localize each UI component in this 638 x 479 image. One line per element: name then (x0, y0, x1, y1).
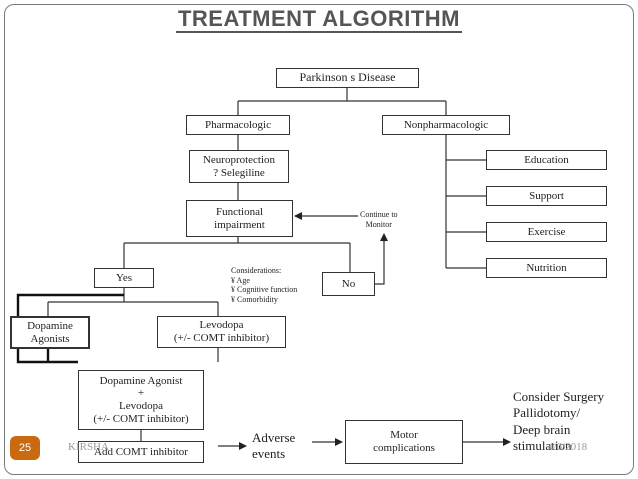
combination-line-1: Dopamine Agonist (99, 374, 183, 387)
surgery-text: Consider Surgery Pallidotomy/ Deep brain… (513, 389, 604, 454)
consideration-age: ¥ Age (231, 275, 250, 285)
neuroprotection-line-1: Neuroprotection (202, 153, 276, 166)
slide-number: 25 (18, 442, 32, 454)
yes-label: Yes (115, 271, 132, 284)
adverse-line-2: events (252, 446, 286, 462)
yes-box: Yes (94, 268, 154, 288)
motor-line-2: complications (373, 442, 435, 454)
neuroprotection-box: Neuroprotection ? Selegiline (189, 150, 289, 183)
surgery-line-3: Deep brain (513, 421, 571, 437)
combination-line-2: + (137, 387, 145, 400)
support-box: Support (486, 186, 607, 206)
add-comt-label: Add COMT inhibitor (94, 445, 188, 458)
consideration-comorbidity: ¥ Comorbidity (231, 294, 278, 304)
motor-line-1: Motor (390, 429, 418, 442)
support-label: Support (529, 189, 564, 202)
footer-date: 4/6/2018 (548, 441, 588, 453)
levodopa-line-2: (+/- COMT inhibitor) (173, 332, 270, 344)
dopamine-agonists-line-2: Agonists (30, 332, 70, 345)
nutrition-label: Nutrition (526, 261, 567, 274)
consideration-cognitive: ¥ Cognitive function (231, 285, 298, 295)
slide-title-text: TREATMENT ALGORITHM (175, 6, 463, 33)
exercise-label: Exercise (527, 225, 566, 238)
slide-title: TREATMENT ALGORITHM (0, 6, 638, 33)
dopamine-agonists-line-1: Dopamine (27, 319, 73, 332)
motor-complications-box: Motor complications (345, 420, 463, 464)
footer-author: KIRSHA (68, 441, 109, 453)
continue-to-monitor-text: Continue to Monitor (360, 210, 398, 229)
considerations-heading: Considerations: (231, 266, 282, 275)
education-box: Education (486, 150, 607, 170)
considerations-note: Considerations: ¥ Age ¥ Cognitive functi… (231, 266, 297, 304)
functional-impairment-line-1: Functional (215, 205, 264, 218)
pharmacologic-box: Pharmacologic (186, 115, 290, 135)
exercise-box: Exercise (486, 222, 607, 242)
slide-number-badge: 25 (10, 436, 40, 460)
continue-line-2: Monitor (365, 219, 392, 229)
surgery-line-1: Consider Surgery (513, 389, 605, 404)
adverse-line-1: Adverse (252, 430, 296, 445)
nonpharmacologic-label: Nonpharmacologic (403, 118, 489, 131)
continue-line-1: Continue to (360, 210, 398, 219)
parkinsons-disease-label: Parkinson s Disease (299, 70, 396, 85)
nonpharmacologic-box: Nonpharmacologic (382, 115, 510, 135)
levodopa-line-1: Levodopa (199, 319, 244, 332)
no-label: No (341, 277, 356, 290)
add-comt-box: Add COMT inhibitor (78, 441, 204, 463)
no-box: No (322, 272, 375, 296)
adverse-events-text: Adverse events (252, 430, 295, 463)
functional-impairment-line-2: impairment (214, 218, 265, 231)
education-label: Education (524, 153, 569, 166)
combination-box: Dopamine Agonist + Levodopa (+/- COMT in… (78, 370, 204, 430)
slide-frame (4, 4, 634, 475)
dopamine-agonists-box: Dopamine Agonists (10, 316, 90, 349)
pharmacologic-label: Pharmacologic (205, 118, 271, 131)
neuroprotection-line-2: ? Selegiline (213, 166, 265, 179)
functional-impairment-box: Functional impairment (186, 200, 293, 237)
surgery-line-2: Pallidotomy/ (513, 405, 581, 421)
parkinsons-disease-box: Parkinson s Disease (276, 68, 419, 88)
combination-line-3: Levodopa (119, 400, 163, 412)
combination-line-4: (+/- COMT inhibitor) (93, 412, 189, 425)
surgery-line-4: stimulation (513, 437, 572, 453)
nutrition-box: Nutrition (486, 258, 607, 278)
levodopa-box: Levodopa (+/- COMT inhibitor) (157, 316, 286, 348)
